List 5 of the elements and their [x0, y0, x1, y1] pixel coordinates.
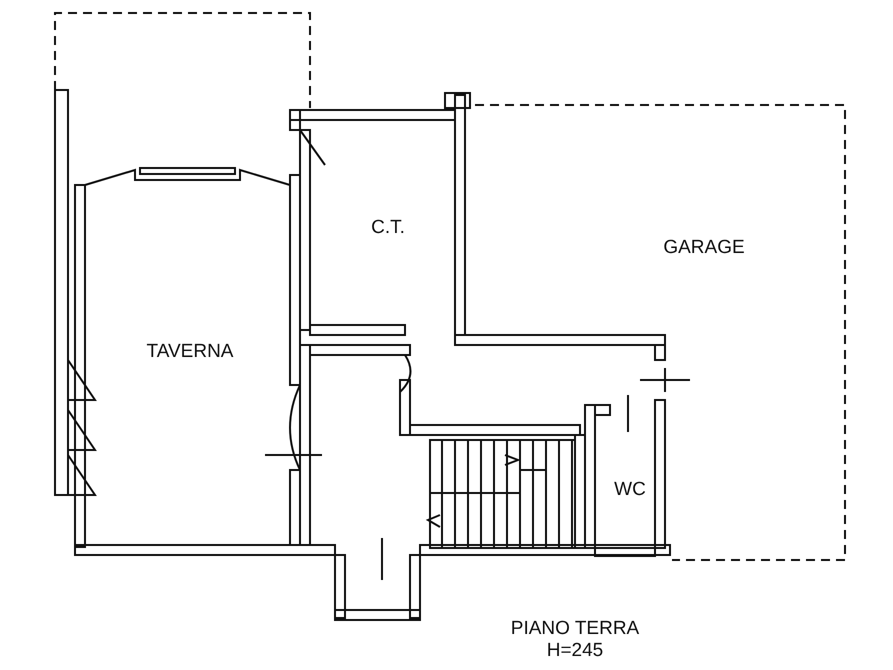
room-label: C.T. — [371, 217, 405, 239]
room-label: TAVERNA — [146, 341, 234, 363]
room-label: WC — [614, 479, 646, 501]
room-label: GARAGE — [663, 237, 745, 259]
floor-caption: PIANO TERRA H=245 — [510, 618, 640, 662]
